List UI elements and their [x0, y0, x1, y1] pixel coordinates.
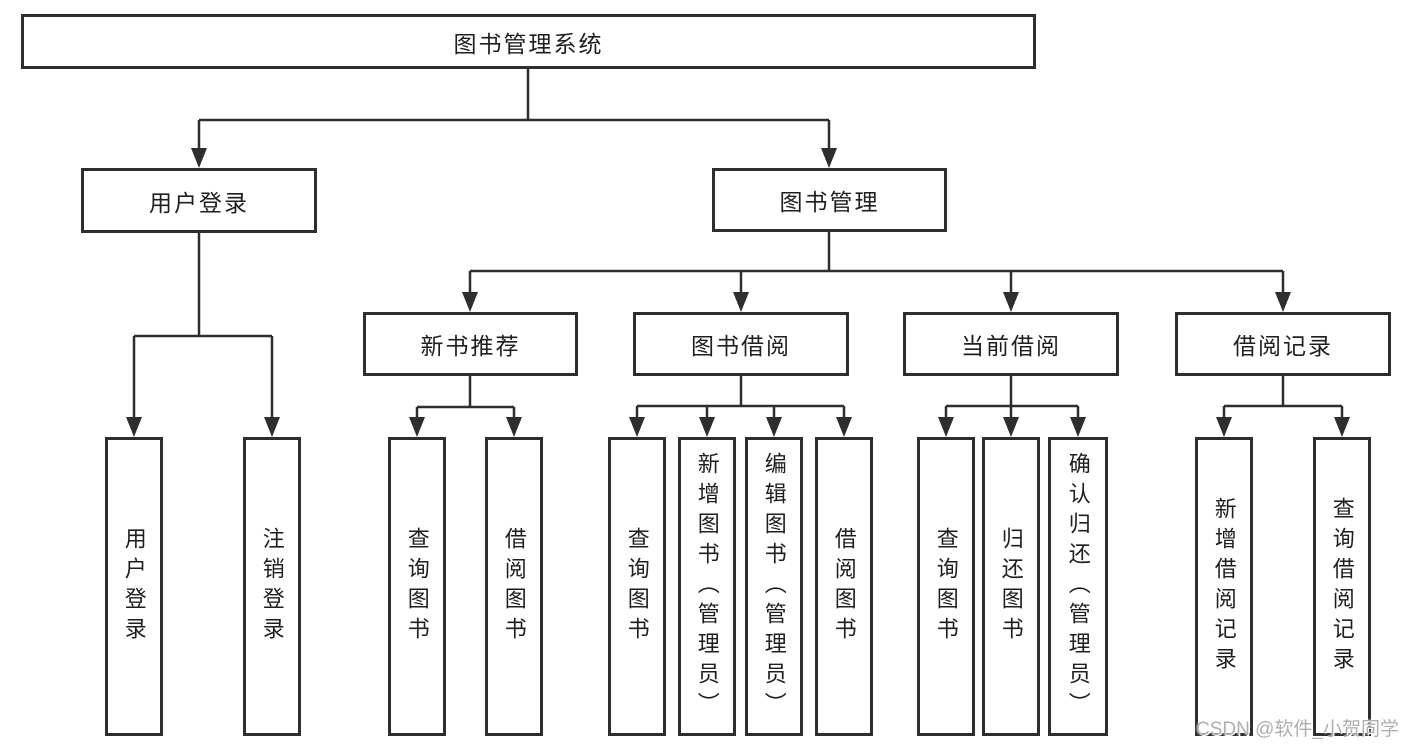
- leaf-query-book-borrowing-label: 查询图书: [624, 526, 650, 647]
- node-borrowing-records-label: 借阅记录: [1233, 333, 1333, 359]
- node-new-book-recommend-label: 新书推荐: [420, 333, 521, 359]
- leaf-query-book-borrowing: 查询图书: [608, 437, 666, 736]
- leaf-add-book-admin: 新增图书（管理员）: [678, 437, 736, 736]
- csdn-watermark: CSDN @软件_小贺同学: [1196, 719, 1399, 740]
- node-new-book-recommend: 新书推荐: [363, 312, 578, 376]
- leaf-user-login-label: 用户登录: [121, 526, 147, 647]
- leaf-query-book-current-label: 查询图书: [933, 526, 959, 647]
- leaf-borrow-book-recommend-label: 借阅图书: [501, 526, 527, 647]
- node-book-borrowing: 图书借阅: [633, 312, 849, 376]
- node-book-borrowing-label: 图书借阅: [691, 333, 791, 359]
- leaf-logout: 注销登录: [243, 437, 301, 736]
- node-book-management: 图书管理: [712, 168, 947, 232]
- leaf-add-borrow-record: 新增借阅记录: [1195, 437, 1253, 736]
- node-root: 图书管理系统: [21, 14, 1036, 69]
- leaf-add-book-admin-label: 新增图书（管理员）: [694, 451, 720, 722]
- node-current-borrowing-label: 当前借阅: [961, 333, 1061, 359]
- node-book-management-label: 图书管理: [779, 189, 880, 215]
- leaf-borrow-book-label: 借阅图书: [831, 526, 857, 647]
- leaf-confirm-return-admin-label: 确认归还（管理员）: [1065, 451, 1091, 722]
- node-user-login-label: 用户登录: [149, 189, 249, 216]
- leaf-query-book-recommend: 查询图书: [388, 437, 446, 736]
- leaf-confirm-return-admin: 确认归还（管理员）: [1048, 437, 1108, 736]
- leaf-query-borrow-record: 查询借阅记录: [1313, 437, 1371, 736]
- leaf-edit-book-admin-label: 编辑图书（管理员）: [761, 451, 787, 722]
- leaf-query-book-current: 查询图书: [917, 437, 975, 736]
- node-root-label: 图书管理系统: [453, 30, 604, 57]
- leaf-borrow-book: 借阅图书: [815, 437, 873, 736]
- leaf-query-book-recommend-label: 查询图书: [404, 526, 430, 647]
- node-current-borrowing: 当前借阅: [903, 312, 1119, 376]
- leaf-return-book-label: 归还图书: [998, 526, 1024, 647]
- node-user-login: 用户登录: [81, 168, 317, 233]
- leaf-borrow-book-recommend: 借阅图书: [485, 437, 543, 736]
- leaf-user-login: 用户登录: [105, 437, 163, 736]
- leaf-edit-book-admin: 编辑图书（管理员）: [745, 437, 803, 736]
- leaf-logout-label: 注销登录: [259, 526, 285, 647]
- leaf-add-borrow-record-label: 新增借阅记录: [1211, 496, 1237, 677]
- leaf-return-book: 归还图书: [982, 437, 1040, 736]
- leaf-query-borrow-record-label: 查询借阅记录: [1329, 496, 1355, 677]
- node-borrowing-records: 借阅记录: [1175, 312, 1391, 376]
